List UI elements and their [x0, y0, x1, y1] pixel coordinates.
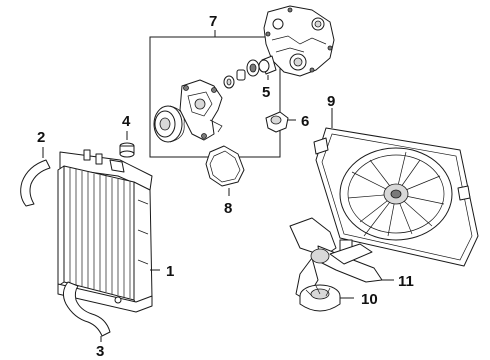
- callout-9: 9: [327, 93, 335, 110]
- callout-6: 6: [301, 113, 309, 130]
- fan-blade: [289, 217, 394, 301]
- water-pump-pulley: [153, 105, 185, 143]
- callout-3: 3: [96, 343, 104, 360]
- thermostat-housing: [265, 111, 296, 133]
- radiator-cap: [119, 131, 135, 158]
- callout-10: 10: [361, 291, 378, 308]
- callout-2: 2: [37, 129, 45, 146]
- pump-seal-parts: [223, 59, 260, 89]
- timing-cover: [258, 5, 335, 80]
- upper-hose: [20, 147, 51, 207]
- callout-11: 11: [398, 273, 414, 290]
- lower-hose: [62, 281, 111, 342]
- callout-7: 7: [209, 13, 217, 30]
- callout-8: 8: [224, 200, 232, 217]
- callout-1: 1: [166, 263, 174, 280]
- fan-shroud-assembly: [313, 108, 479, 267]
- fan-clutch: [299, 284, 354, 312]
- water-pump-body: [179, 79, 223, 141]
- callout-5: 5: [262, 84, 270, 101]
- pump-gasket: [205, 145, 245, 196]
- radiator: [57, 149, 160, 313]
- callout-4: 4: [122, 113, 131, 130]
